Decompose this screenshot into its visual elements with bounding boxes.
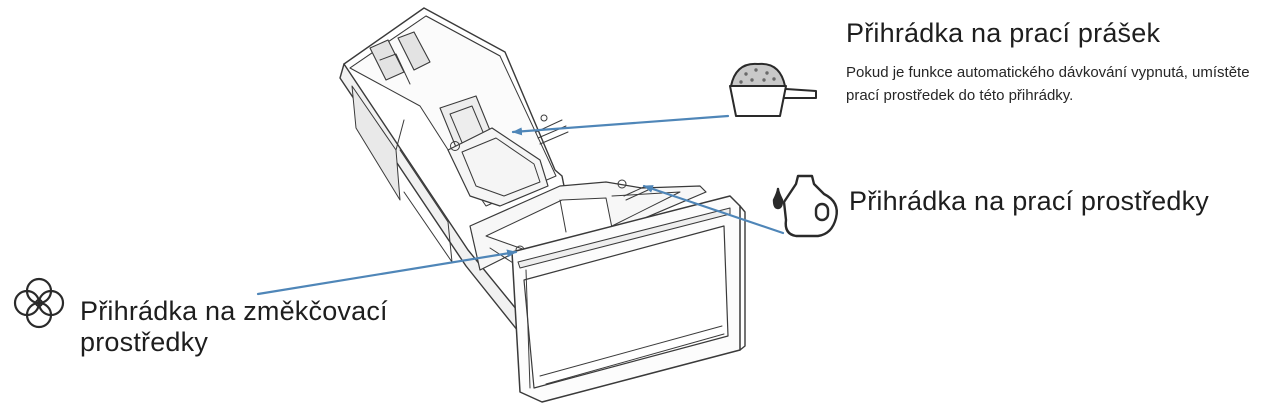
liquid-arrow [642,184,785,235]
detergent-bottle-icon [772,174,838,238]
powder-compartment-title: Přihrádka na prací prášek [846,18,1161,48]
flower-icon [13,277,65,329]
detergent-drawer [339,7,746,403]
callout-arrows [256,114,785,296]
powder-arrow [511,114,730,136]
liquid-compartment-title: Přihrádka na prací prostředky [849,186,1209,216]
powder-compartment-description: Pokud je funkce automatického dávkování … [846,64,1250,104]
powder-scoop-icon [729,62,817,117]
softener-arrow [256,249,518,296]
softener-compartment-title: Přihrádka na změkčovací prostředky [80,296,388,357]
